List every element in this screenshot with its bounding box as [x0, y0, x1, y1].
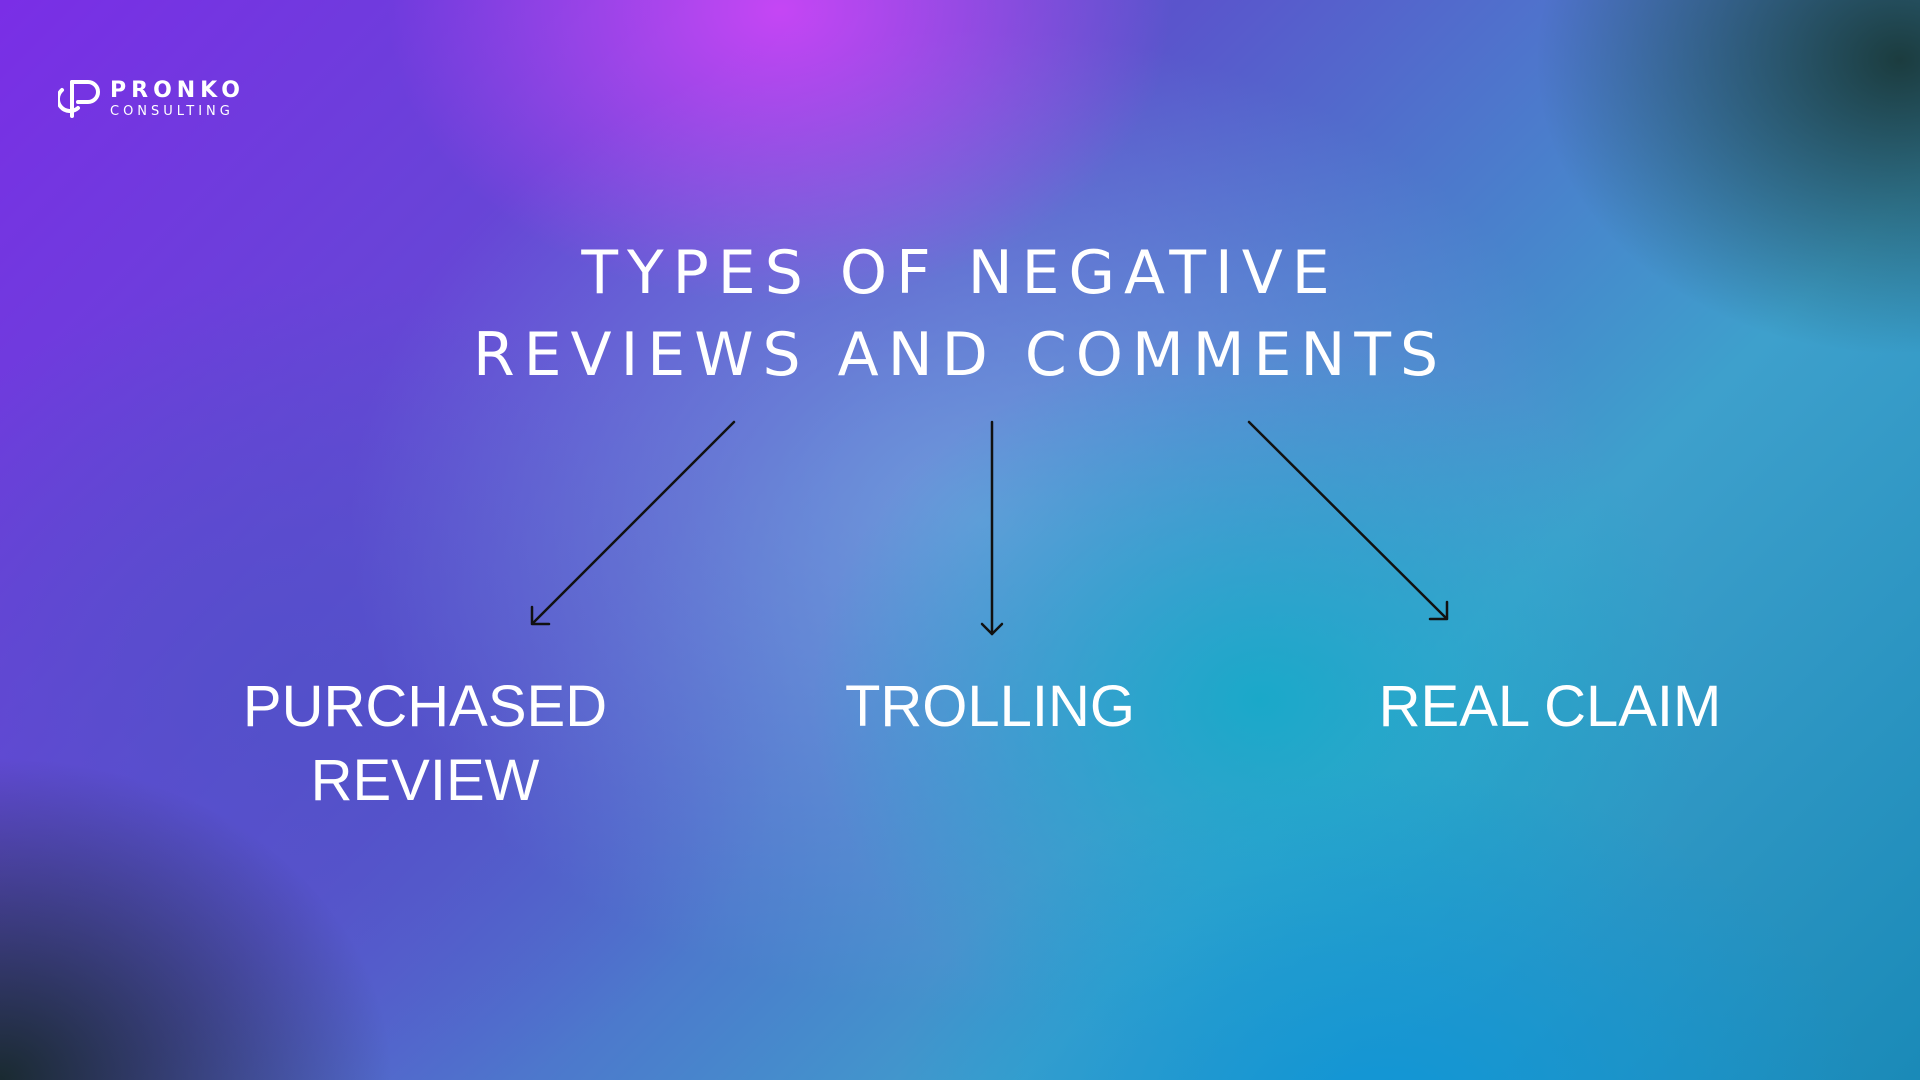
title-line-2: REVIEWS AND COMMENTS	[472, 320, 1448, 390]
branch-label-line: PURCHASED	[242, 674, 608, 739]
arrow-to-purchased-review	[530, 420, 736, 626]
branch-purchased-review: PURCHASED REVIEW	[225, 670, 625, 818]
branch-real-claim: REAL CLAIM	[1350, 670, 1750, 744]
branch-trolling: TROLLING	[790, 670, 1190, 744]
branch-label-line: REAL CLAIM	[1378, 674, 1722, 739]
branch-label-line: REVIEW	[310, 748, 540, 813]
logo-name: PRONKO	[110, 78, 245, 103]
branch-label-line: TROLLING	[844, 674, 1136, 739]
arrow-to-trolling	[980, 420, 1004, 636]
brand-logo: PRONKO CONSULTING	[58, 76, 245, 122]
pronko-logo-icon	[58, 80, 100, 118]
logo-subtitle: CONSULTING	[110, 104, 234, 119]
title-line-1: TYPES OF NEGATIVE	[581, 238, 1339, 308]
arrow-to-real-claim	[1247, 420, 1449, 621]
slide-title: TYPES OF NEGATIVE REVIEWS AND COMMENTS	[0, 232, 1920, 396]
logo-text: PRONKO CONSULTING	[110, 78, 245, 119]
